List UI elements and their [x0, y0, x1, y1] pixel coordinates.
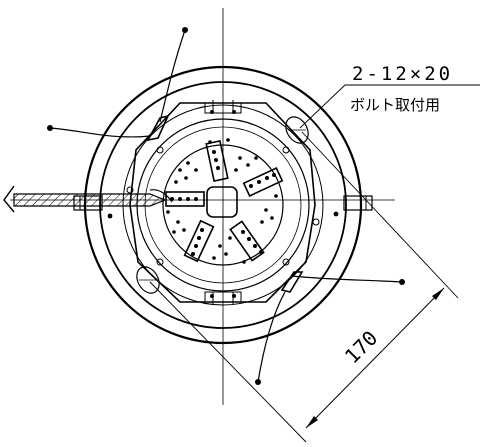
dimension-value: 170 — [340, 326, 383, 369]
power-cable — [3, 185, 173, 213]
bolt-spec-label: 2-12×20 — [352, 63, 453, 85]
side-bracket-right — [343, 195, 373, 211]
bolt-hole-upper-right — [285, 116, 309, 144]
spring-clip-upper — [47, 27, 188, 142]
spring-clip-lower — [255, 271, 405, 385]
bolt-hole-lower-left — [136, 266, 160, 294]
led-module — [107, 110, 339, 298]
bolt-leader — [299, 84, 480, 129]
inner-housing — [129, 100, 316, 305]
bolt-note-label: ボルト取付用 — [350, 96, 440, 114]
